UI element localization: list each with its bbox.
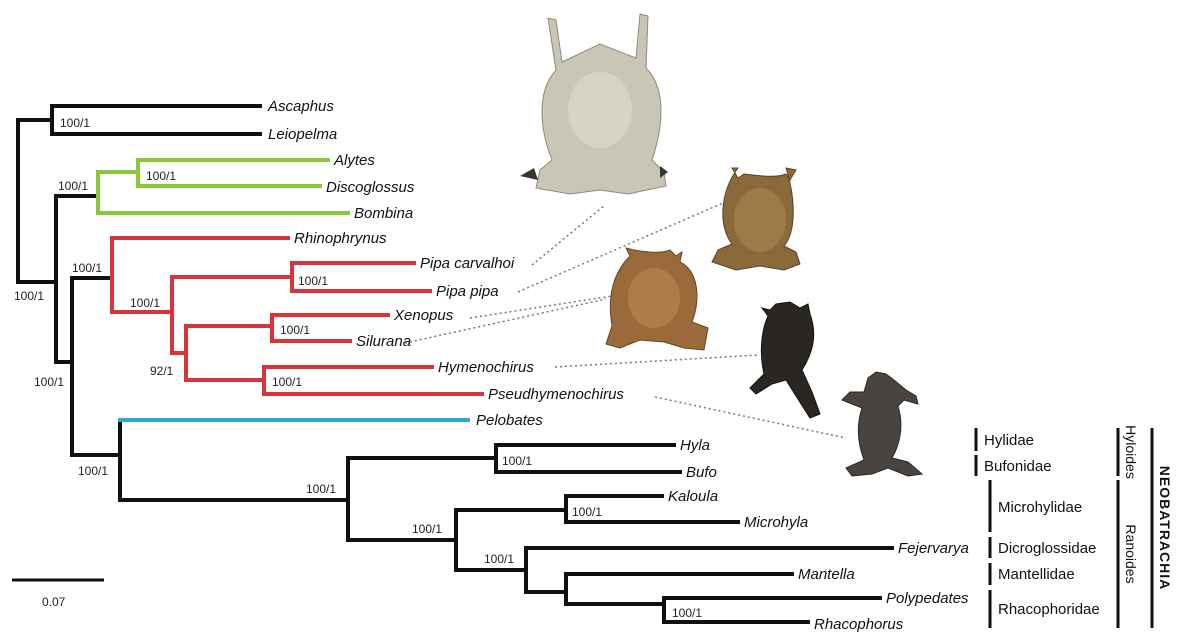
- support-ranoides: 100/1: [412, 522, 442, 536]
- label-bufonidae: Bufonidae: [984, 458, 1052, 475]
- clade-discoglossoidea: [96, 160, 350, 213]
- tip-rhacophorus: Rhacophorus: [814, 616, 904, 633]
- support-kaloula-microhyla: 100/1: [572, 505, 602, 519]
- tip-pelobates: Pelobates: [476, 412, 543, 429]
- label-neobatrachia: NEOBATRACHIA: [1157, 466, 1173, 591]
- leader-pipa-carvalhoi: [532, 205, 605, 265]
- tip-xenopus: Xenopus: [393, 307, 454, 324]
- scale-bar-label: 0.07: [42, 595, 66, 609]
- frog-photo-pseudhymenochirus: [842, 372, 922, 476]
- tip-alytes: Alytes: [333, 152, 375, 169]
- label-microhylidae: Microhylidae: [998, 499, 1082, 516]
- support-pipidae: 100/1: [130, 296, 160, 310]
- tip-ascaphus: Ascaphus: [267, 98, 334, 115]
- support-alytes-discoglossus: 100/1: [146, 169, 176, 183]
- tip-fejervarya: Fejervarya: [898, 540, 969, 557]
- support-rhacophoridae: 100/1: [672, 606, 702, 620]
- support-natatanura: 100/1: [484, 552, 514, 566]
- support-hymenochirini: 100/1: [272, 375, 302, 389]
- tip-polypedates: Polypedates: [886, 590, 969, 607]
- support-xenopus-silurana: 100/1: [280, 323, 310, 337]
- clade-leiopelmatidae: [16, 106, 262, 282]
- label-ranoides: Ranoides: [1123, 524, 1139, 583]
- support-hyla-bufo: 100/1: [502, 454, 532, 468]
- tip-leiopelma: Leiopelma: [268, 126, 337, 143]
- support-anura-minus-leiopelmatids: 100/1: [34, 375, 64, 389]
- leader-pseudhymenochirus: [655, 397, 846, 438]
- label-rhacophoridae: Rhacophoridae: [998, 601, 1100, 618]
- frog-photo-hymenochirus: [750, 302, 820, 418]
- tip-silurana: Silurana: [356, 333, 411, 350]
- label-hylidae: Hylidae: [984, 432, 1034, 449]
- support-pipoidea: 100/1: [72, 261, 102, 275]
- tip-pipa-carvalhoi: Pipa carvalhoi: [420, 255, 515, 272]
- support-pipinae: 92/1: [150, 364, 174, 378]
- tip-hymenochirus: Hymenochirus: [438, 359, 534, 376]
- tip-pseudhymenochirus: Pseudhymenochirus: [488, 386, 624, 403]
- scale-bar: 0.07: [12, 580, 104, 609]
- tip-microhyla: Microhyla: [744, 514, 808, 531]
- label-hyloides: Hyloides: [1123, 425, 1139, 479]
- support-root: 100/1: [14, 289, 44, 303]
- support-mesobatrachia-neobatrachia: 100/1: [78, 464, 108, 478]
- leader-hymenochirus: [555, 355, 758, 367]
- label-dicroglossidae: Dicroglossidae: [998, 540, 1096, 557]
- frog-photo-xenopus: [606, 248, 708, 350]
- frog-photo-pipa-pipa: [712, 168, 800, 270]
- tip-discoglossus: Discoglossus: [326, 179, 415, 196]
- tip-kaloula: Kaloula: [668, 488, 718, 505]
- tip-bombina: Bombina: [354, 205, 413, 222]
- tip-hyla: Hyla: [680, 437, 710, 454]
- support-neobatrachia: 100/1: [306, 482, 336, 496]
- frog-photo-pipa-carvalhoi: [520, 14, 668, 194]
- backbone: [16, 196, 120, 455]
- support-leiopelmatidae: 100/1: [60, 116, 90, 130]
- support-discoglossoidea: 100/1: [58, 179, 88, 193]
- tip-rhinophrynus: Rhinophrynus: [294, 230, 387, 247]
- label-mantellidae: Mantellidae: [998, 566, 1075, 583]
- tip-pipa-pipa: Pipa pipa: [436, 283, 499, 300]
- tip-mantella: Mantella: [798, 566, 855, 583]
- support-pipa: 100/1: [298, 274, 328, 288]
- tip-bufo: Bufo: [686, 464, 717, 481]
